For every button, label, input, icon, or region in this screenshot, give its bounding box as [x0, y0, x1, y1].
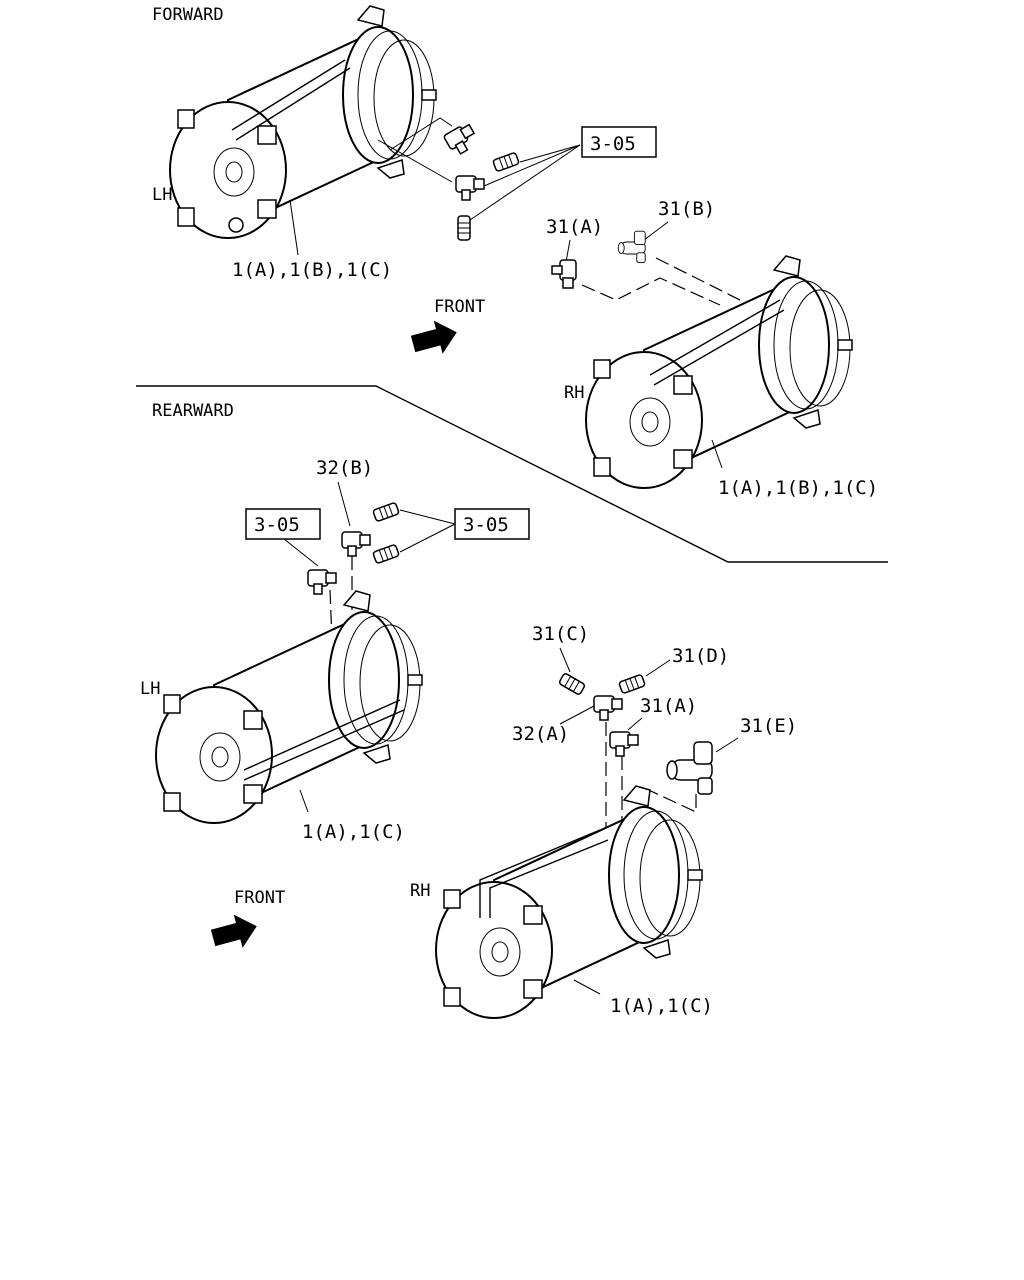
fitting-31c	[557, 672, 587, 696]
fitting-32a	[593, 695, 623, 721]
ref-305-rear-right: 3-05	[463, 514, 509, 536]
front-label-forward: FRONT	[434, 297, 485, 317]
section-divider	[136, 385, 888, 563]
ref-box-305-rear-left	[245, 508, 321, 540]
compressor-rearward-rh	[435, 785, 703, 1019]
side-label-lh-forward: LH	[152, 185, 172, 205]
ref-box-305-rear-right	[454, 508, 530, 540]
ref-box-305-forward	[581, 126, 657, 158]
section-rearward-title: REARWARD	[152, 401, 234, 421]
callout-32a: 32(A)	[512, 723, 569, 745]
callout-32b: 32(B)	[316, 457, 373, 479]
callout-1abc-lh: 1(A),1(B),1(C)	[232, 259, 392, 281]
side-label-rh-rear: RH	[410, 881, 430, 901]
callout-31c: 31(C)	[532, 623, 589, 645]
callout-31a-forward: 31(A)	[546, 216, 603, 238]
callout-1ac-rh: 1(A),1(C)	[610, 995, 713, 1017]
front-arrow-icon-rear	[208, 910, 261, 954]
callout-31b-forward: 31(B)	[658, 198, 715, 220]
callout-31a-rear: 31(A)	[640, 695, 697, 717]
fitting-rear-lh-elbow	[307, 569, 337, 595]
front-label-rearward: FRONT	[234, 888, 285, 908]
fitting-forward-lh-nipple-2	[457, 215, 471, 241]
fitting-31a-rear	[609, 731, 639, 757]
ref-305-rear-left: 3-05	[254, 514, 300, 536]
fitting-forward-lh-elbow-2	[455, 175, 485, 201]
ref-305-forward: 3-05	[590, 133, 636, 155]
side-label-lh-rear: LH	[140, 679, 160, 699]
compressor-forward-lh	[169, 5, 437, 239]
front-arrow-icon	[408, 316, 461, 360]
fitting-forward-lh-elbow-1	[442, 121, 481, 158]
fitting-31e	[666, 741, 713, 795]
section-forward-title: FORWARD	[152, 5, 224, 25]
compressor-forward-rh	[585, 255, 853, 489]
callout-31d: 31(D)	[672, 645, 729, 667]
fitting-rear-lh-nipple-2	[371, 543, 401, 565]
fitting-31a-forward	[551, 259, 577, 289]
compressor-rearward-lh	[155, 590, 423, 824]
callout-31e: 31(E)	[740, 715, 797, 737]
fitting-31b-forward	[617, 230, 646, 263]
callout-1abc-rh: 1(A),1(B),1(C)	[718, 477, 878, 499]
callout-1ac-lh: 1(A),1(C)	[302, 821, 405, 843]
fitting-forward-lh-nipple-1	[491, 151, 521, 173]
fitting-rear-lh-nipple-1	[371, 501, 401, 523]
fitting-31d	[617, 673, 647, 695]
fitting-32b	[341, 531, 371, 557]
side-label-rh-forward: RH	[564, 383, 584, 403]
